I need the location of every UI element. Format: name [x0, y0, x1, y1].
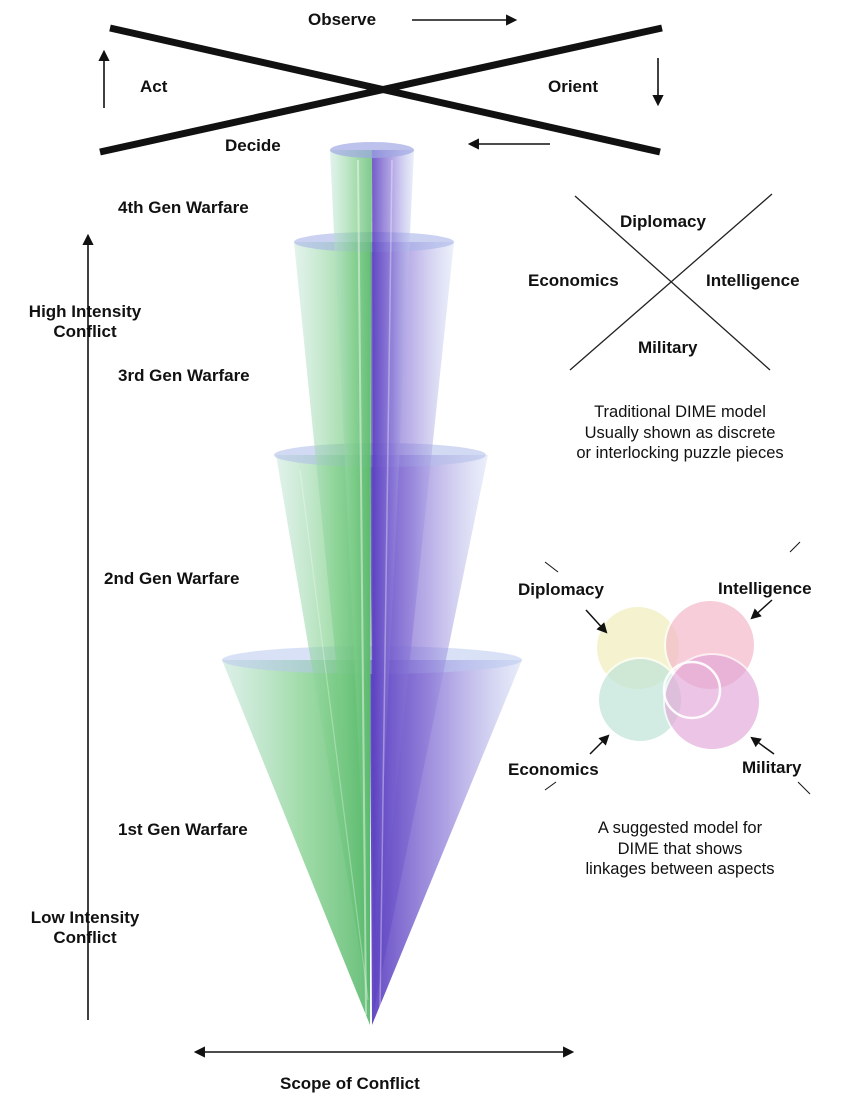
cone-4th-gen-right: [372, 150, 414, 990]
dime-trad-military: Military: [638, 338, 698, 357]
cone-4th-gen-rim: [330, 142, 414, 158]
dime-traditional-cross: [569, 193, 773, 371]
venn-pointer-arrows: [544, 541, 811, 795]
dime-sugg-diplomacy: Diplomacy: [518, 580, 604, 599]
venn-military-circle: [663, 653, 761, 751]
dime-traditional-caption: Traditional DIME model Usually shown as …: [576, 403, 784, 463]
gen-2-label: 2nd Gen Warfare: [104, 569, 240, 588]
dime-trad-diplomacy: Diplomacy: [620, 212, 706, 231]
gen-4-label: 4th Gen Warfare: [118, 198, 249, 217]
cone-4th-gen-left: [330, 150, 372, 990]
scope-of-conflict-label: Scope of Conflict: [280, 1074, 420, 1093]
dime-sugg-economics: Economics: [508, 760, 599, 779]
ooda-arrows: [98, 14, 664, 150]
warfare-cone: [222, 142, 522, 1025]
dime-trad-intelligence: Intelligence: [706, 271, 800, 290]
dime-sugg-intelligence: Intelligence: [718, 579, 812, 598]
high-intensity-label: High Intensity Conflict: [28, 302, 142, 341]
dime-sugg-military: Military: [742, 758, 802, 777]
ooda-orient-label: Orient: [548, 77, 599, 96]
dime-venn: [595, 599, 761, 751]
gen-3-label: 3rd Gen Warfare: [118, 366, 250, 385]
ooda-decide-label: Decide: [225, 136, 281, 155]
ooda-act-label: Act: [140, 77, 168, 96]
gen-1-label: 1st Gen Warfare: [118, 820, 248, 839]
ooda-observe-label: Observe: [308, 10, 377, 29]
dime-suggested-caption: A suggested model for DIME that shows li…: [585, 819, 775, 879]
dime-trad-economics: Economics: [528, 271, 619, 290]
ooda-cross: [99, 24, 663, 156]
low-intensity-label: Low Intensity Conflict: [30, 908, 140, 947]
